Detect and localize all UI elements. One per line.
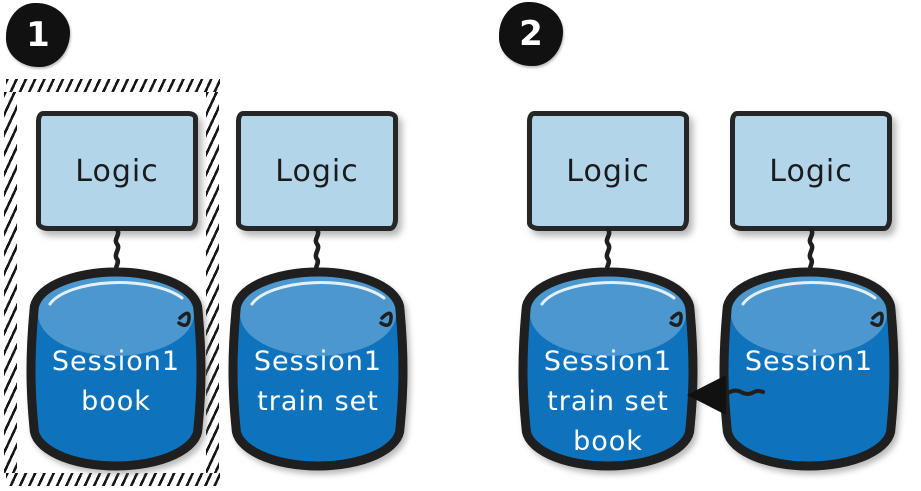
merge-arrow-left-icon [687,375,765,415]
db-label-line: Session1 [253,346,383,377]
step-1-badge: 1 [6,3,70,67]
connector-squiggle-2-icon [313,228,321,272]
database-cylinder-1: Session1 book [24,264,208,476]
db-labels-3: Session1 train set book [516,342,700,462]
database-icon [719,267,899,471]
db-label-line: train set [547,386,669,417]
db-labels-1: Session1 book [24,342,208,422]
selection-hatch-right [206,92,219,473]
db-label-line: Session1 [744,346,874,377]
db-label-line: book [573,426,643,457]
database-icon [26,267,206,471]
database-cylinder-2: Session1 train set [226,264,410,476]
selection-hatch-left [4,92,17,473]
db-labels-2: Session1 train set [226,342,410,422]
database-cylinder-3: Session1 train set book [516,264,700,476]
db-label-line: book [81,386,151,417]
db-label-line: Session1 [51,346,181,377]
database-cylinder-4: Session1 [717,264,901,476]
db-labels-4: Session1 [717,342,901,382]
step-1-number: 1 [26,15,50,55]
logic-box-2: Logic [236,111,398,231]
logic-box-3: Logic [527,111,689,231]
db-label-line: train set [257,386,379,417]
logic-box-2-label: Logic [275,153,359,189]
logic-box-1-label: Logic [75,153,159,189]
db-label-line: Session1 [543,346,673,377]
selection-hatch-bottom [6,473,220,486]
connector-squiggle-3-icon [604,228,612,272]
database-icon [518,267,698,471]
logic-box-4-label: Logic [769,153,853,189]
database-icon [228,267,408,471]
step-2-badge: 2 [499,2,563,66]
step-2-number: 2 [519,14,543,54]
logic-box-4: Logic [730,111,892,231]
connector-squiggle-4-icon [807,228,815,272]
selection-hatch-top [6,79,220,92]
logic-box-1: Logic [36,111,198,231]
logic-box-3-label: Logic [566,153,650,189]
connector-squiggle-1-icon [113,228,121,272]
